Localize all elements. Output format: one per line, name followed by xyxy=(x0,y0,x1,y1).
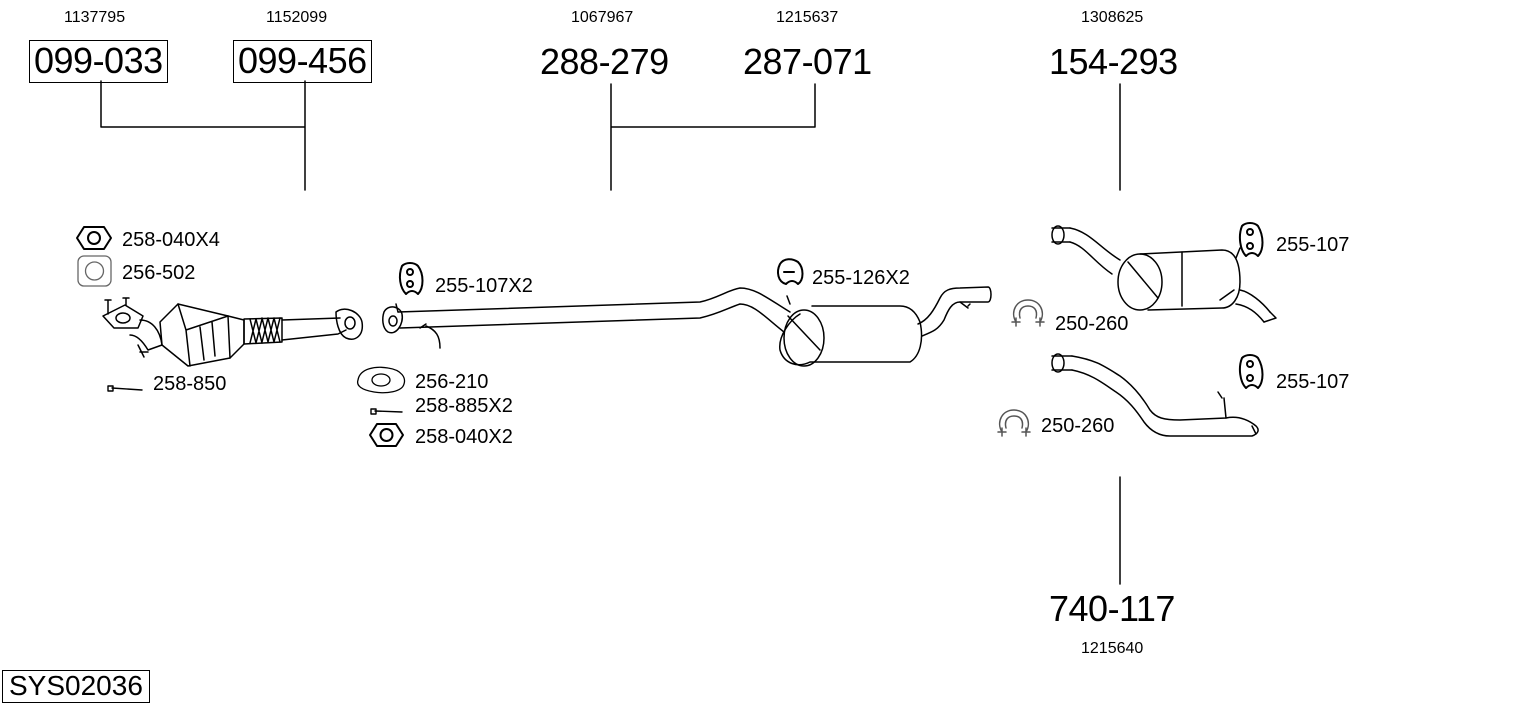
assembly-ref: 1137795 xyxy=(64,9,126,26)
part-label-clamp: 250-260 xyxy=(1041,415,1115,437)
pipe-clamp-icon xyxy=(997,409,1031,437)
system-id: SYS02036 xyxy=(2,670,150,703)
leader-288-group xyxy=(610,83,816,191)
leader-lines xyxy=(100,80,1121,585)
gasket-icon xyxy=(356,366,406,394)
assembly-number: 287-071 xyxy=(743,41,872,82)
part-label-nut: 258-040X2 xyxy=(415,426,513,448)
part-label-nut: 258-040X4 xyxy=(122,229,220,251)
assembly-ref: 1215637 xyxy=(776,9,839,26)
assembly-number: 099-456 xyxy=(233,40,372,83)
rubber-hanger-icon xyxy=(398,262,424,295)
middle-pipe-silencer xyxy=(382,286,992,367)
assembly-ref: 1067967 xyxy=(571,9,634,26)
part-label-hanger: 255-107 xyxy=(1276,234,1350,256)
part-label-hanger: 255-107 xyxy=(1276,371,1350,393)
nut-icon xyxy=(369,423,404,447)
part-label-bolt: 258-850 xyxy=(153,373,227,395)
pipe-clamp-icon xyxy=(1011,299,1045,327)
assembly-number: 288-279 xyxy=(540,41,669,82)
part-label-gasket: 256-210 xyxy=(415,371,489,393)
part-label-hanger: 255-126X2 xyxy=(812,267,910,289)
assembly-ref: 1215640 xyxy=(1081,640,1144,657)
assembly-ref: 1152099 xyxy=(266,9,328,26)
part-label-hanger: 255-107X2 xyxy=(435,275,533,297)
leader-099-group xyxy=(100,80,306,191)
part-label-bolt: 258-885X2 xyxy=(415,395,513,417)
rear-silencer-upper xyxy=(1051,225,1277,323)
gasket-icon xyxy=(77,255,112,287)
nut-icon xyxy=(76,226,112,250)
part-label-clamp: 250-260 xyxy=(1055,313,1129,335)
bolt-icon xyxy=(107,385,143,392)
assembly-number: 099-033 xyxy=(29,40,168,83)
assembly-number: 740-117 xyxy=(1049,588,1175,629)
assembly-number: 154-293 xyxy=(1049,41,1178,82)
assembly-ref: 1308625 xyxy=(1081,9,1144,26)
catalytic-converter xyxy=(102,297,364,367)
rubber-hanger-icon xyxy=(1238,222,1264,257)
bolt-icon xyxy=(370,408,403,415)
rear-tail-pipe xyxy=(1051,353,1259,437)
part-label-gasket: 256-502 xyxy=(122,262,196,284)
rubber-hanger-icon xyxy=(777,258,804,285)
rubber-hanger-icon xyxy=(1238,354,1264,389)
